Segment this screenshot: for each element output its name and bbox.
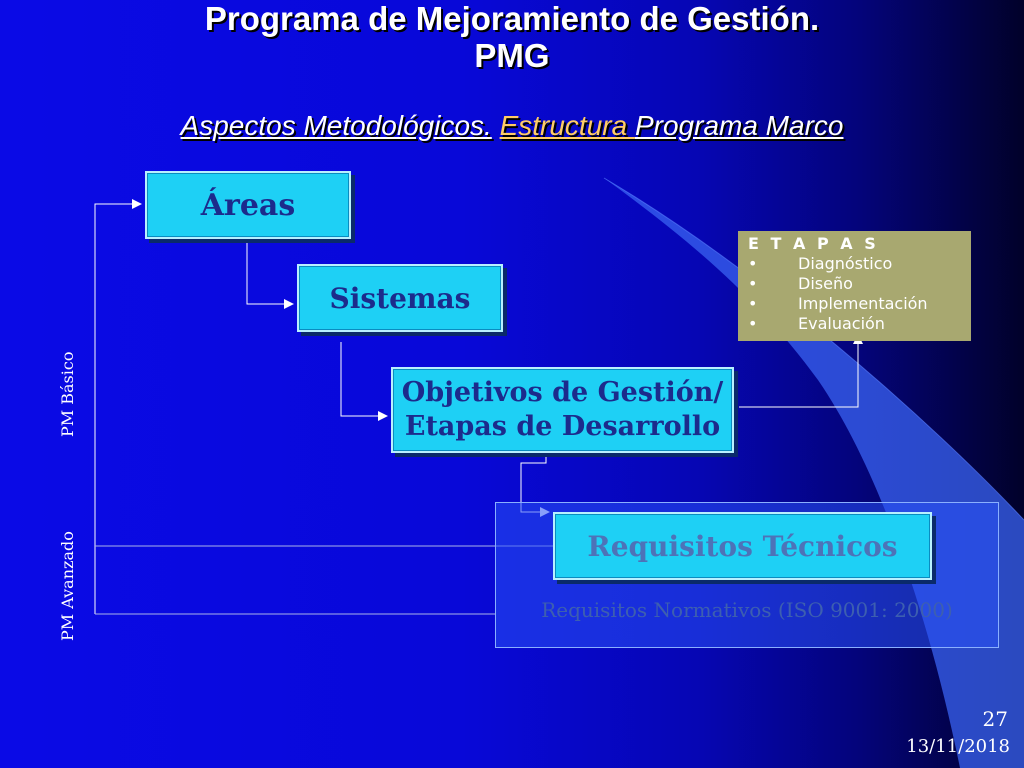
slide-title-line2: PMG — [474, 37, 550, 74]
subtitle-part3: Programa Marco — [634, 110, 844, 141]
bullet-icon: • — [748, 294, 758, 313]
etapas-box: E T A P A S • Diagnóstico • Diseño • Imp… — [738, 231, 971, 341]
etapa-item: • Diagnóstico — [748, 254, 961, 274]
pm-basico-label: PM Básico — [58, 351, 77, 437]
connector-objetivos-etapas — [739, 334, 863, 408]
areas-box: Áreas — [145, 171, 351, 239]
subtitle-part2: Estructura — [499, 110, 635, 141]
light-beam-edge — [603, 177, 1024, 521]
etapa-label: Evaluación — [798, 314, 885, 333]
requisitos-normativos-label: Requisitos Normativos (ISO 9001: 2000) — [541, 598, 953, 622]
slide-title-line1: Programa de Mejoramiento de Gestión. — [204, 0, 820, 37]
connector-sistemas-objetivos — [340, 342, 388, 421]
bullet-icon: • — [748, 314, 758, 333]
requisitos-tecnicos-box: Requisitos Técnicos — [553, 512, 932, 580]
slide-subtitle: Aspectos Metodológicos. Estructura Progr… — [0, 110, 1024, 142]
etapa-item: • Evaluación — [748, 314, 961, 334]
etapas-title: E T A P A S — [748, 234, 879, 253]
connector-areas-sistemas — [246, 239, 294, 309]
bullet-icon: • — [748, 254, 758, 273]
light-beam — [604, 178, 1024, 768]
bullet-icon: • — [748, 274, 758, 293]
objetivos-line1: Objetivos de Gestión/ — [401, 377, 724, 408]
etapa-label: Diseño — [798, 274, 853, 293]
slide-date: 13/11/2018 — [906, 736, 1010, 757]
sistemas-box: Sistemas — [297, 264, 503, 332]
etapa-label: Implementación — [798, 294, 928, 313]
connector-return-areas — [94, 199, 142, 614]
slide-title: Programa de Mejoramiento de Gestión. PMG — [0, 0, 1024, 74]
etapa-item: • Implementación — [748, 294, 961, 314]
etapa-item: • Diseño — [748, 274, 961, 294]
pm-avanzado-label: PM Avanzado — [58, 531, 77, 641]
page-number: 27 — [982, 707, 1008, 731]
objetivos-line2: Etapas de Desarrollo — [404, 411, 721, 442]
objetivos-box: Objetivos de Gestión/ Etapas de Desarrol… — [391, 367, 734, 453]
etapa-label: Diagnóstico — [798, 254, 893, 273]
subtitle-part1: Aspectos Metodológicos. — [180, 110, 492, 141]
